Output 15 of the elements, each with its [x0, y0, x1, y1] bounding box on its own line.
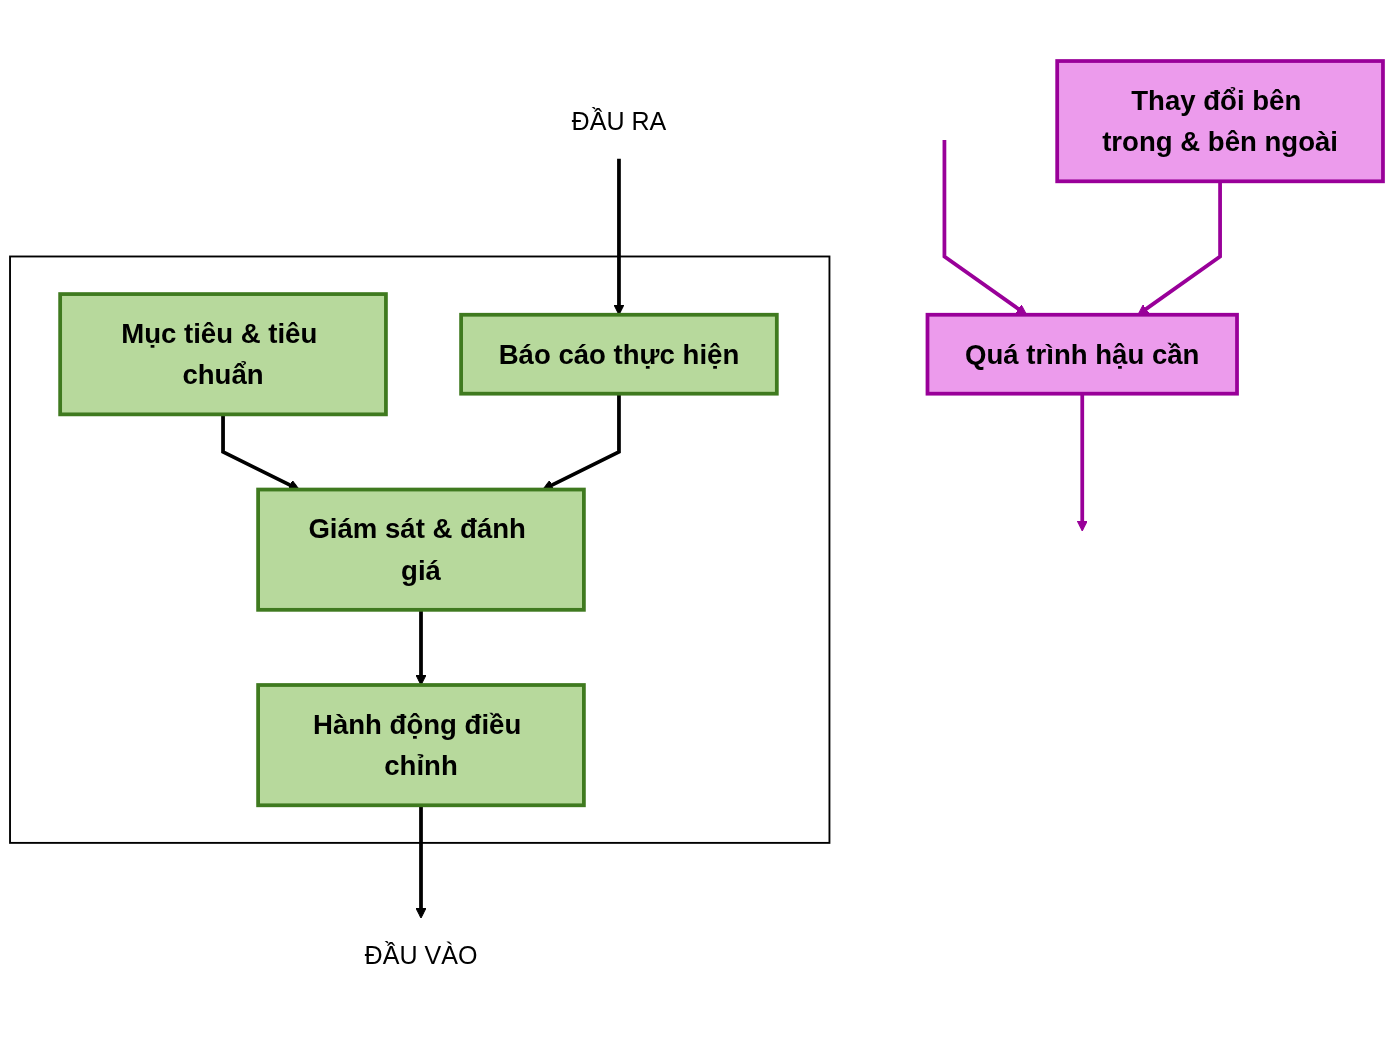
node-box: Mục tiêu & tiêu chuẩn — [58, 292, 388, 417]
node-box: Giám sát & đánh giá — [256, 488, 586, 613]
node-box: Quá trình hậu cần — [925, 313, 1239, 396]
arrow — [415, 610, 427, 686]
cluster — [9, 255, 831, 845]
node-box: Báo cáo thực hiện — [459, 313, 779, 396]
arrow — [613, 159, 625, 316]
arrow — [1076, 394, 1088, 532]
arrow — [1137, 181, 1222, 316]
node-box: Thay đổi bên trong & bên ngoài — [1055, 59, 1385, 184]
arrow — [415, 805, 427, 919]
node-text: ĐẦU RA — [571, 107, 667, 136]
node-box: Hành động điều chỉnh — [256, 683, 586, 808]
arrow — [942, 140, 1028, 316]
node-text: ĐẦU VÀO — [364, 942, 478, 970]
